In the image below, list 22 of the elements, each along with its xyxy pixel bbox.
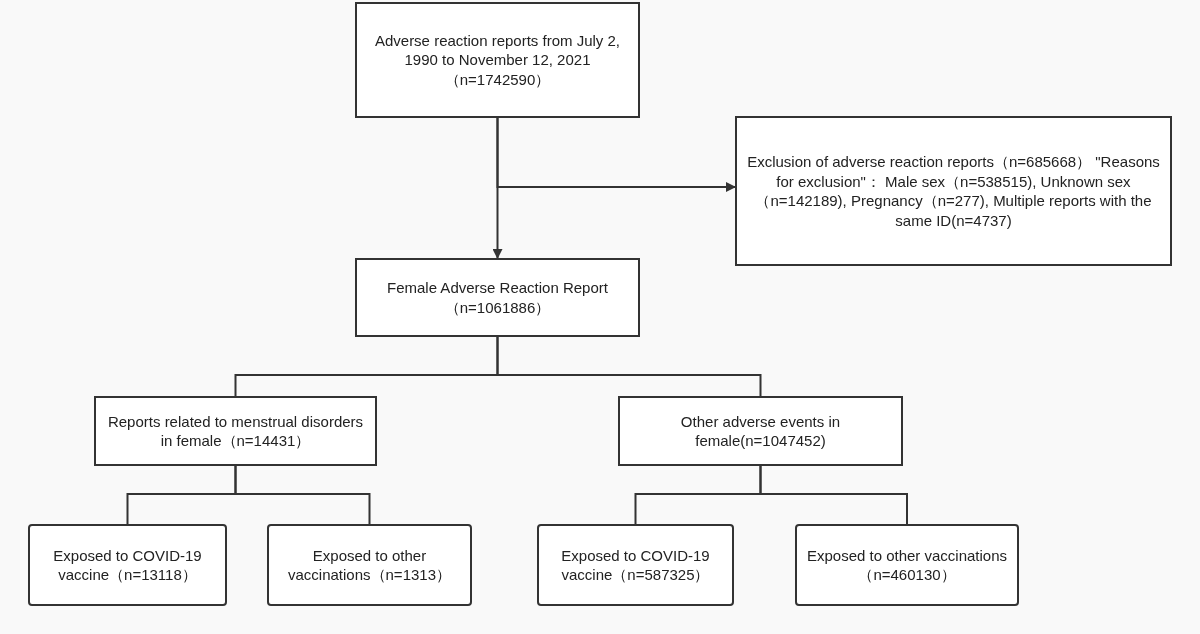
box-text: Other adverse events in female(n=1047452): [679, 411, 842, 451]
process-box: [355, 258, 640, 337]
process-box: [537, 524, 734, 606]
arrow: [496, 117, 736, 192]
connector-line: [234, 465, 371, 525]
process-box: [94, 396, 377, 466]
process-box: [355, 2, 640, 118]
process-box: [28, 524, 227, 606]
box-text: Adverse reaction reports from July 2, 1990 to November 12, 2021 （n=1742590）: [373, 30, 622, 90]
connector-line: [759, 465, 908, 525]
process-box: [618, 396, 903, 466]
box-text: Exposed to COVID-19 vaccine（n=587325）: [560, 545, 711, 585]
process-box: [267, 524, 472, 606]
process-box: [795, 524, 1019, 606]
connector-line: [496, 336, 762, 397]
box-text: Exposed to other vaccinations（n=1313）: [287, 545, 452, 585]
box-text: Reports related to menstrual disorders in female（n=14431）: [106, 411, 365, 451]
box-text: Exclusion of adverse reaction reports（n=685668） "Reasons for exclusion"： Male sex（n=538515), Unknown sex（n=142189), Pregnancy（n=277), Multiple reports with the same ID(n=4737): [746, 152, 1161, 230]
process-box: [735, 116, 1172, 266]
box-text: Female Adverse Reaction Report（n=1061886）: [386, 278, 609, 317]
box-text: Exposed to other vaccinations（n=460130）: [805, 545, 1009, 585]
box-text: Exposed to COVID-19 vaccine（n=13118）: [52, 545, 203, 585]
